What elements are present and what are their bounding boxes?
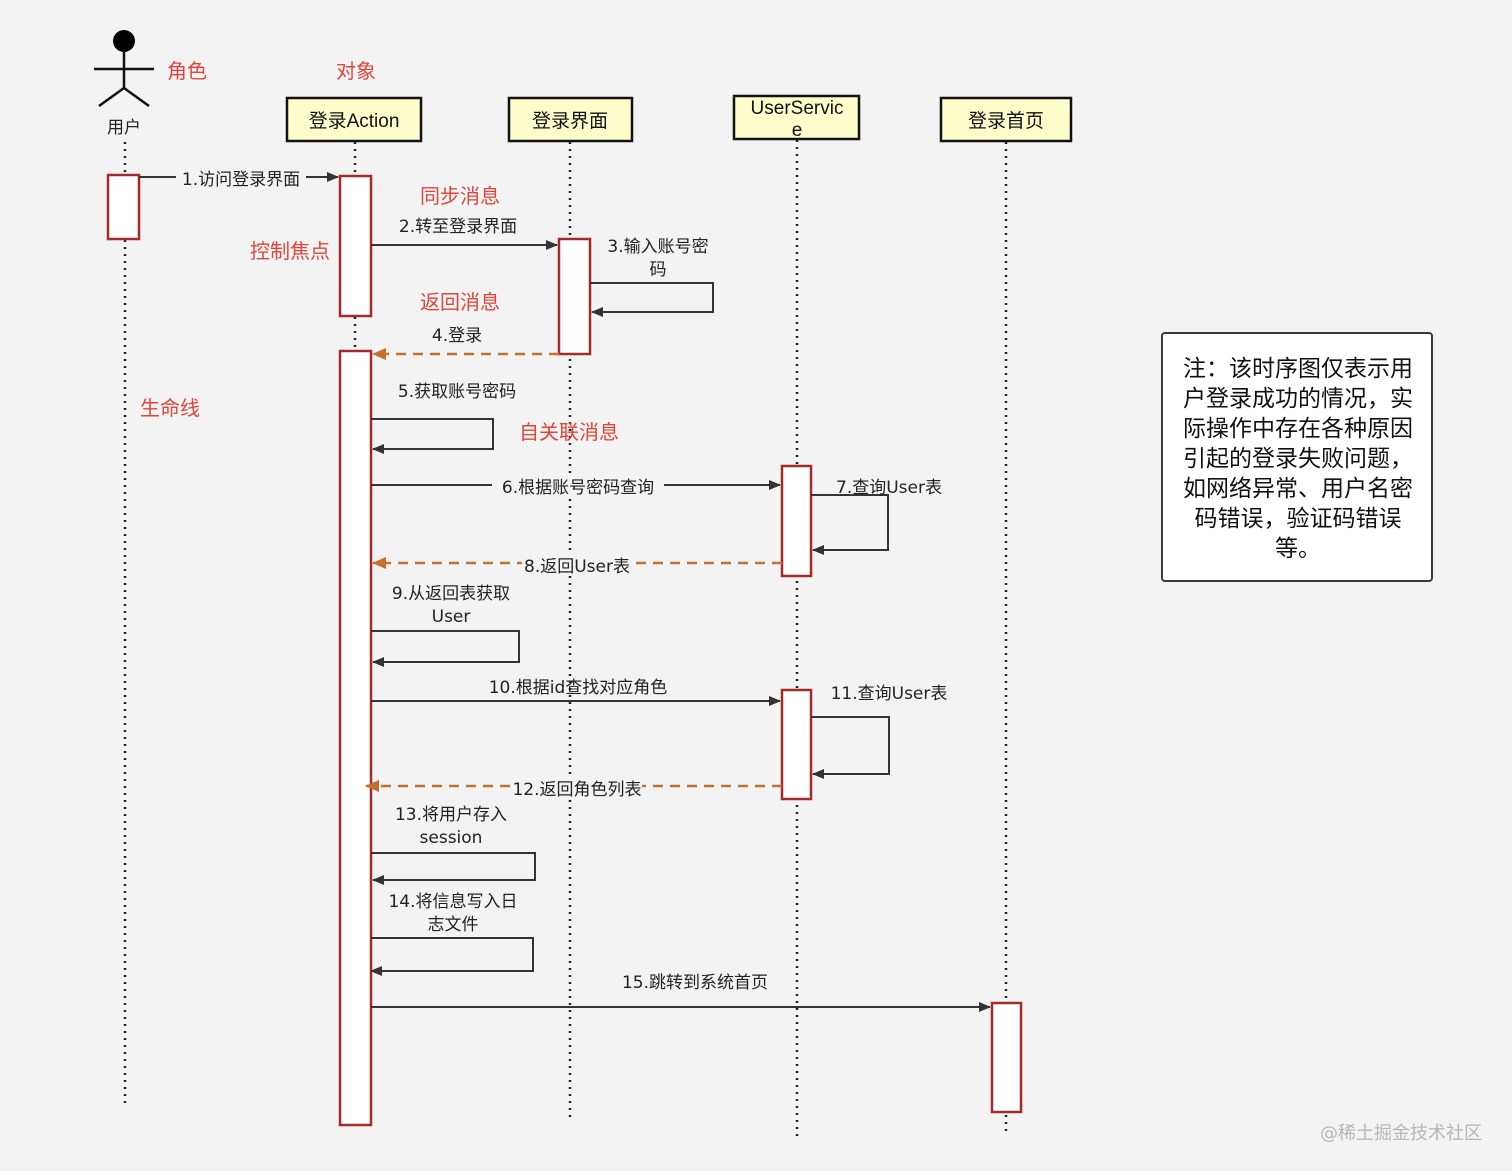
activation-action-1	[338, 174, 373, 318]
message-7-label: 7.查询User表	[836, 478, 942, 498]
arrow-11	[811, 716, 890, 779]
message-10-label: 10.根据id查找对应角色	[489, 678, 668, 698]
annotation-return-message: 返回消息	[420, 290, 500, 314]
arrow-9	[371, 630, 520, 667]
object-login-ui: 登录界面	[507, 96, 634, 143]
message-2-label: 2.转至登录界面	[399, 217, 517, 237]
annotation-lifeline: 生命线	[140, 396, 200, 420]
message-13-label-line1: 13.将用户存入	[395, 805, 507, 825]
message-4-label: 4.登录	[432, 326, 482, 346]
actor-label: 用户	[107, 118, 141, 138]
message-6-label: 6.根据账号密码查询	[502, 478, 654, 498]
message-3-label-line2: 码	[650, 260, 667, 280]
annotation-self-message: 自关联消息	[519, 420, 619, 444]
annotation-focus-of-control: 控制焦点	[250, 239, 330, 263]
message-14-label-line1: 14.将信息写入日	[388, 892, 517, 912]
annotation-role: 角色	[167, 59, 207, 83]
arrow-5	[371, 418, 494, 454]
arrow-3	[590, 282, 714, 317]
actor-head	[113, 30, 135, 52]
message-labels: 1.访问登录界面 2.转至登录界面 3.输入账号密 码 4.登录 5.获取账号密…	[176, 166, 947, 993]
object-home: 登录首页	[939, 96, 1073, 143]
actor-user: 用户	[94, 30, 154, 138]
activation-user-service-2	[780, 688, 813, 801]
message-12-label: 12.返回角色列表	[512, 780, 641, 800]
message-8-label: 8.返回User表	[524, 557, 630, 577]
message-9-label-line2: User	[432, 607, 471, 627]
annotation-sync-message: 同步消息	[420, 184, 500, 208]
activation-action-2	[338, 349, 373, 1127]
message-9-label-line1: 9.从返回表获取	[392, 584, 510, 604]
activation-user-service-1	[780, 464, 813, 578]
watermark: @稀土掘金技术社区	[1320, 1123, 1482, 1144]
activation-user	[106, 173, 141, 241]
arrow-14	[370, 937, 534, 976]
activation-home	[990, 1001, 1023, 1114]
message-11-label: 11.查询User表	[831, 684, 948, 704]
note-box: 注：该时序图仅表示用户登录成功的情况，实际操作中存在各种原因引起的登录失败问题，…	[1161, 332, 1433, 582]
object-action: 登录Action	[285, 96, 423, 143]
message-15-label: 15.跳转到系统首页	[622, 973, 768, 993]
activations	[106, 173, 1023, 1127]
svg-text:e: e	[792, 120, 803, 141]
svg-text:UserServic: UserServic	[751, 98, 844, 119]
message-14-label-line2: 志文件	[428, 915, 479, 935]
svg-text:登录首页: 登录首页	[968, 110, 1044, 132]
arrow-13	[371, 852, 536, 885]
message-1-label: 1.访问登录界面	[182, 170, 300, 190]
object-user-service: UserServic e	[732, 94, 861, 141]
message-13-label-line2: session	[420, 828, 483, 848]
arrow-7	[811, 494, 889, 555]
activation-login-ui	[557, 237, 592, 356]
annotation-object: 对象	[336, 59, 376, 83]
svg-text:登录Action: 登录Action	[309, 110, 400, 132]
message-3-label-line1: 3.输入账号密	[607, 237, 708, 257]
svg-text:登录界面: 登录界面	[532, 110, 608, 132]
message-5-label: 5.获取账号密码	[398, 382, 516, 402]
annotations: 角色 对象 同步消息 控制焦点 返回消息 生命线 自关联消息	[140, 59, 619, 444]
